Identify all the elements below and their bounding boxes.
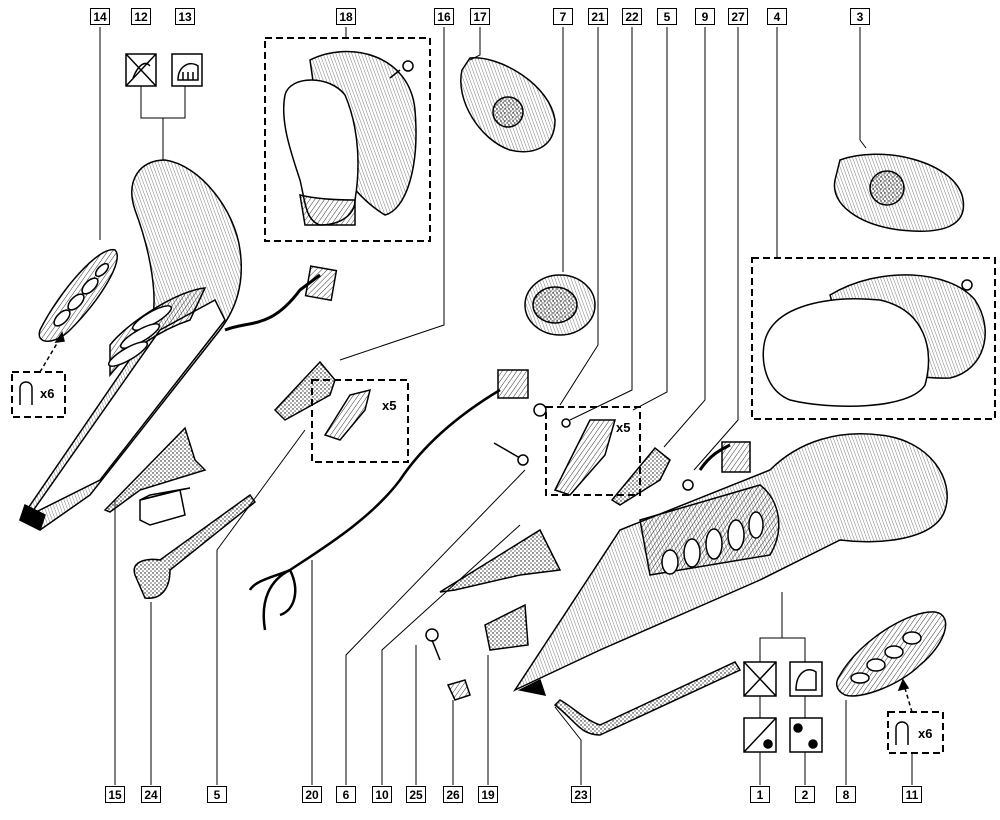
- bracket-quantity-right: x5: [616, 420, 631, 435]
- callout-9: 9: [695, 8, 715, 25]
- callout-6: 6: [336, 786, 356, 803]
- callout-26: 26: [443, 786, 463, 803]
- mirror-glass-17: [460, 57, 556, 153]
- callout-19: 19: [478, 786, 498, 803]
- mirror-housing-18: [282, 50, 417, 226]
- callout-12: 12: [131, 8, 151, 25]
- clip-icon: [895, 721, 909, 745]
- clip-icon: [19, 381, 33, 405]
- left-mirror-assembly: [18, 159, 338, 532]
- callout-18: 18: [336, 8, 356, 25]
- callout-22: 22: [622, 8, 642, 25]
- clip-quantity-left: x6: [40, 386, 55, 401]
- callout-24: 24: [141, 786, 161, 803]
- leader-lines: [99, 27, 913, 785]
- mirror-housing-4: [762, 274, 986, 407]
- motor-7: [524, 274, 596, 336]
- callout-13: 13: [175, 8, 195, 25]
- callout-7: 7: [553, 8, 573, 25]
- callout-14: 14: [90, 8, 110, 25]
- icon-panel-right: [743, 661, 823, 753]
- callout-5-top: 5: [657, 8, 677, 25]
- callout-15: 15: [105, 786, 125, 803]
- callout-16: 16: [434, 8, 454, 25]
- bracket-right: [439, 419, 671, 651]
- heated-mirror-icon: [789, 661, 823, 697]
- mirror-glass-3: [833, 153, 965, 232]
- clip-icons: [19, 381, 909, 745]
- callout-17: 17: [470, 8, 490, 25]
- callout-11: 11: [902, 786, 922, 803]
- callout-27: 27: [728, 8, 748, 25]
- mirror-adjust-icon: [789, 717, 823, 753]
- callout-3: 3: [850, 8, 870, 25]
- callout-21: 21: [588, 8, 608, 25]
- seal-left: [103, 426, 257, 599]
- clip-quantity-right: x6: [918, 726, 933, 741]
- dashed-groups: [11, 37, 996, 754]
- callout-25: 25: [406, 786, 426, 803]
- icon-panel-left: [125, 53, 203, 87]
- trim-cover-left: [38, 249, 118, 373]
- callout-4: 4: [767, 8, 787, 25]
- bracket-quantity-left: x5: [382, 398, 397, 413]
- callout-20: 20: [302, 786, 322, 803]
- wiring-harness-20: [248, 369, 529, 631]
- screws: [425, 403, 694, 701]
- callout-8: 8: [836, 786, 856, 803]
- callout-10: 10: [372, 786, 392, 803]
- callout-23: 23: [571, 786, 591, 803]
- callout-1: 1: [750, 786, 770, 803]
- seal-right: [553, 661, 742, 736]
- right-mirror-assembly: [512, 433, 948, 696]
- bracket-16: [273, 360, 372, 441]
- callout-5-bottom: 5: [207, 786, 227, 803]
- trim-cover-right: [835, 611, 947, 713]
- callout-2: 2: [795, 786, 815, 803]
